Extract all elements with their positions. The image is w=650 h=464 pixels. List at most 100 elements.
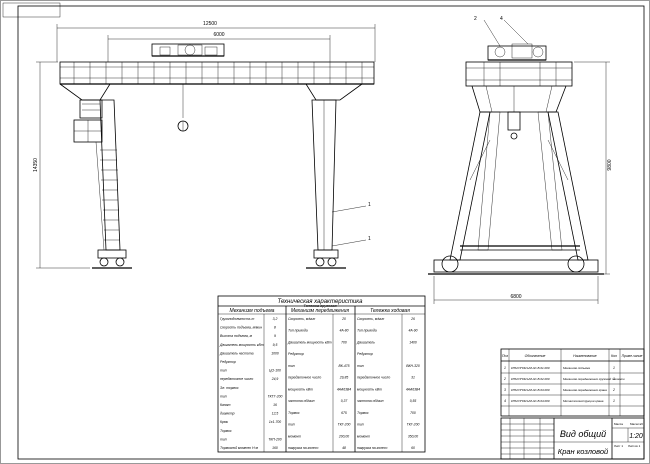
spec-mid-row-label: нагрузка на колесо <box>288 446 318 450</box>
parts-cell-qty: 1 <box>613 377 615 381</box>
spec-left-row-value: ТКТГ-200 <box>268 394 283 398</box>
spec-mid-row-value: ТКГ-200 <box>338 423 351 427</box>
spec-right-row-label: тип <box>357 364 364 368</box>
spec-right-row-label: Скорость, м/мин <box>357 317 384 321</box>
spec-left-row-label: тип <box>220 437 227 441</box>
spec-left-row-label: тип <box>220 369 227 373</box>
spec-mid-row-value: 200,00 <box>338 434 349 438</box>
spec-right-row-value: 4А-90 <box>408 329 417 333</box>
spec-left-row-label: Редуктор <box>220 360 236 364</box>
title-scale-label: Масштаб <box>630 422 643 426</box>
parts-cell-qty: 1 <box>613 399 615 403</box>
dim-right-width: 6800 <box>510 294 521 300</box>
spec-left-row-label: передаточное число <box>220 377 253 381</box>
spec-left-row-label: Высота подъема, м <box>220 334 253 338</box>
spec-left-row-value: 12,5 <box>272 412 279 416</box>
spec-mid-row-label: тип <box>288 364 295 368</box>
spec-col-left-header: Механизм подъема <box>230 308 275 314</box>
side-view: 6800 9800 2 4 <box>428 16 613 304</box>
spec-left-row-value: ЦО-100 <box>269 369 281 373</box>
spec-right-row-label: тип <box>357 423 364 427</box>
spec-left-row-label: Грузоподъемность т <box>220 317 254 321</box>
spec-mid-row-value: 675 <box>341 411 347 415</box>
parts-cell-pos: 3 <box>504 388 506 392</box>
parts-cell-designation: КПМ.ПГКМ.НМ.АС.В.02.000 <box>511 377 550 381</box>
callout-front-1: 1 <box>368 202 371 208</box>
spec-left-row-value: 160 <box>272 446 278 450</box>
spec-left-row-value: 9,5 <box>273 343 278 347</box>
corner-stamp <box>2 2 61 18</box>
callout-front-2: 1 <box>368 236 371 242</box>
spec-mid-row-label: Редуктор <box>288 352 304 356</box>
parts-cell-pos: 1 <box>504 366 506 370</box>
drawing-frame <box>17 5 645 460</box>
spec-mid-row-label: Тормоз <box>288 411 300 415</box>
title-mass-label: Масса <box>614 422 623 426</box>
spec-mid-row-value: 4А-80 <box>339 329 348 333</box>
spec-left-row-label: Скорость подъема, м/мин <box>220 326 262 330</box>
spec-left-row-label: Тормозной момент Н·м <box>220 446 259 450</box>
spec-mid-row-value: 29,85 <box>339 376 349 380</box>
spec-col-mid-header: Механизм передвижения <box>291 308 350 314</box>
spec-right-row-value: 1400 <box>409 341 417 345</box>
spec-left-row-value: 9 <box>274 334 276 338</box>
spec-right-row-label: Двигатель <box>356 341 375 345</box>
parts-cell-designation: КПМ.ПГКМ.НМ.АС.В.03.000 <box>511 388 550 392</box>
parts-cell-name: Механизм передвижения крана <box>563 388 607 392</box>
parts-cell-name: Металлоконструкция крана <box>563 399 604 403</box>
spec-right-row-label: Редуктор <box>357 352 373 356</box>
spec-col-right-header: Тележка ходовая <box>370 308 410 314</box>
spec-right-row-label: передаточное число <box>357 376 390 380</box>
spec-mid-row-label: Двигатель мощность кВт <box>287 341 332 345</box>
spec-right-row-value: 0,55 <box>410 399 417 403</box>
spec-mid-row-label: Тип привода <box>288 329 308 333</box>
spec-right-row-value: 4АА63В4 <box>406 387 420 391</box>
spec-left-row-label: Канат <box>220 403 231 407</box>
spec-left-row-label: тип <box>220 394 227 398</box>
spec-mid-row-label: частота об/мин <box>288 399 315 403</box>
parts-cell-designation: КПМ.ПГКМ.НМ.АС.В.01.000 <box>511 366 550 370</box>
spec-mid-row-value: 0,37 <box>341 399 348 403</box>
parts-cell-pos: 4 <box>504 399 506 403</box>
spec-left-row-label: Тормоз <box>220 429 232 433</box>
spec-title: Техническая характеристика <box>278 299 364 305</box>
spec-right-row-label: Тормоз <box>357 411 369 415</box>
spec-right-row-value: 700 <box>410 411 416 415</box>
spec-left-row-value: 16 <box>273 403 277 407</box>
parts-cell-pos: 2 <box>503 377 506 381</box>
spec-right-row-value: 26 <box>410 317 415 321</box>
parts-cell-name: Механизм подъема <box>563 366 590 370</box>
spec-right-row-value: 31 <box>411 376 415 380</box>
spec-right-row-label: Тип привода <box>357 329 377 333</box>
title-view-name: Вид общий <box>560 429 606 439</box>
parts-cell-designation: КПМ.ПГКМ.НМ.АС.В.04.000 <box>511 399 550 403</box>
spec-right-row-label: нагрузка на колесо <box>357 446 387 450</box>
spec-right-row-label: мощность кВт <box>357 387 382 391</box>
spec-left-row-value: 3,2 <box>273 317 278 321</box>
dim-total-width: 12500 <box>203 21 217 27</box>
spec-mid-row-label: передаточное число <box>288 376 321 380</box>
title-sheets: Листов 1 <box>628 444 641 448</box>
spec-mid-row-value: 20 <box>341 317 346 321</box>
spec-left-row-label: Двигатель частота <box>219 351 254 355</box>
spec-left-row-value: 24,9 <box>271 377 279 381</box>
parts-header-cell: Кол <box>611 354 617 358</box>
spec-right-row-value: 60 <box>411 446 415 450</box>
spec-left-row-value: 8 <box>274 326 276 330</box>
dim-left-height: 14350 <box>33 158 39 172</box>
dim-right-height: 9800 <box>607 159 613 170</box>
spec-right-row-value: 350,00 <box>408 434 418 438</box>
spec-mid-row-value: 700 <box>341 341 347 345</box>
title-product-name: Кран козловой <box>558 447 609 456</box>
spec-right-row-label: частота об/мин <box>357 399 384 403</box>
spec-left-row-label: Крюк <box>220 420 228 424</box>
spec-mid-row-value: 48 <box>342 446 346 450</box>
spec-left-row-value: 1000 <box>271 351 279 355</box>
spec-mid-row-label: момент <box>288 434 301 438</box>
parts-cell-name: Механизм передвижения грузовой тележки <box>563 377 625 381</box>
spec-mid-row-value: ВК-475 <box>338 364 349 368</box>
